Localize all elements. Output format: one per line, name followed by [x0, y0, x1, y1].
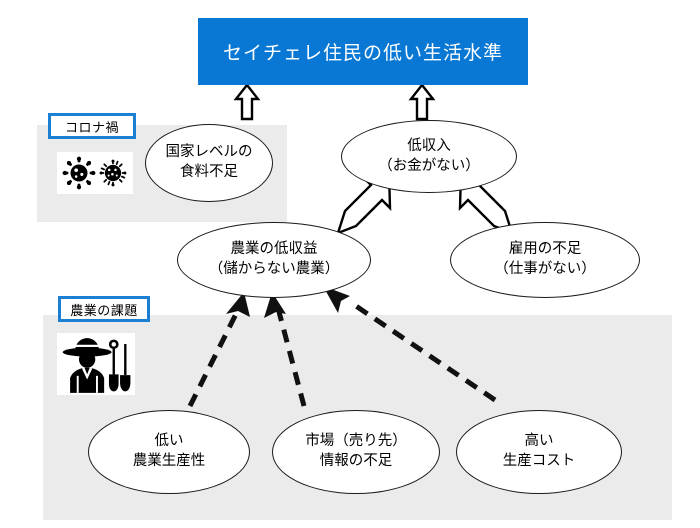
group-label-corona-text: コロナ禍 [64, 119, 119, 135]
block-arrow-income-to-title [408, 83, 436, 121]
block-arrow-food-to-title [233, 83, 261, 121]
node-prod-line2: 農業生産性 [132, 453, 206, 469]
node-food-line1: 国家レベルの [165, 144, 253, 161]
diagram-title-banner: セイチェレ住民の低い生活水準 [198, 18, 528, 85]
virus-icon [57, 152, 133, 194]
diagram-title-text: セイチェレ住民の低い生活水準 [222, 43, 503, 64]
group-label-corona: コロナ禍 [48, 113, 136, 139]
group-label-agriculture: 農業の課題 [58, 296, 150, 322]
node-lack-of-employment[interactable]: 雇用の不足 （仕事がない） [450, 222, 640, 298]
node-low-income[interactable]: 低収入 （お金がない） [341, 120, 517, 193]
farmer-icon [57, 333, 135, 395]
node-cost-line1: 高い [524, 433, 554, 450]
node-market-line2: 情報の不足 [319, 453, 393, 469]
node-income-line2: （お金がない） [378, 157, 480, 174]
node-food-line2: 食料不足 [180, 164, 238, 180]
node-farmprof-line2: （儲からない農業） [208, 261, 340, 277]
node-prod-line1: 低い [154, 433, 184, 450]
node-low-agricultural-productivity[interactable]: 低い 農業生産性 [88, 410, 250, 494]
node-lack-of-market-information[interactable]: 市場（売り先） 情報の不足 [272, 410, 440, 494]
node-national-food-shortage[interactable]: 国家レベルの 食料不足 [145, 124, 273, 202]
node-jobs-line2: （仕事がない） [494, 261, 596, 277]
node-farmprof-line1: 農業の低収益 [230, 241, 318, 258]
node-income-line1: 低収入 [407, 137, 451, 154]
node-market-line1: 市場（売り先） [305, 433, 407, 450]
node-cost-line2: 生産コスト [502, 453, 576, 469]
node-jobs-line1: 雇用の不足 [508, 241, 582, 258]
node-low-farm-profitability[interactable]: 農業の低収益 （儲からない農業） [177, 222, 371, 298]
node-high-production-cost[interactable]: 高い 生産コスト [456, 410, 622, 494]
group-label-agriculture-text: 農業の課題 [70, 302, 138, 318]
